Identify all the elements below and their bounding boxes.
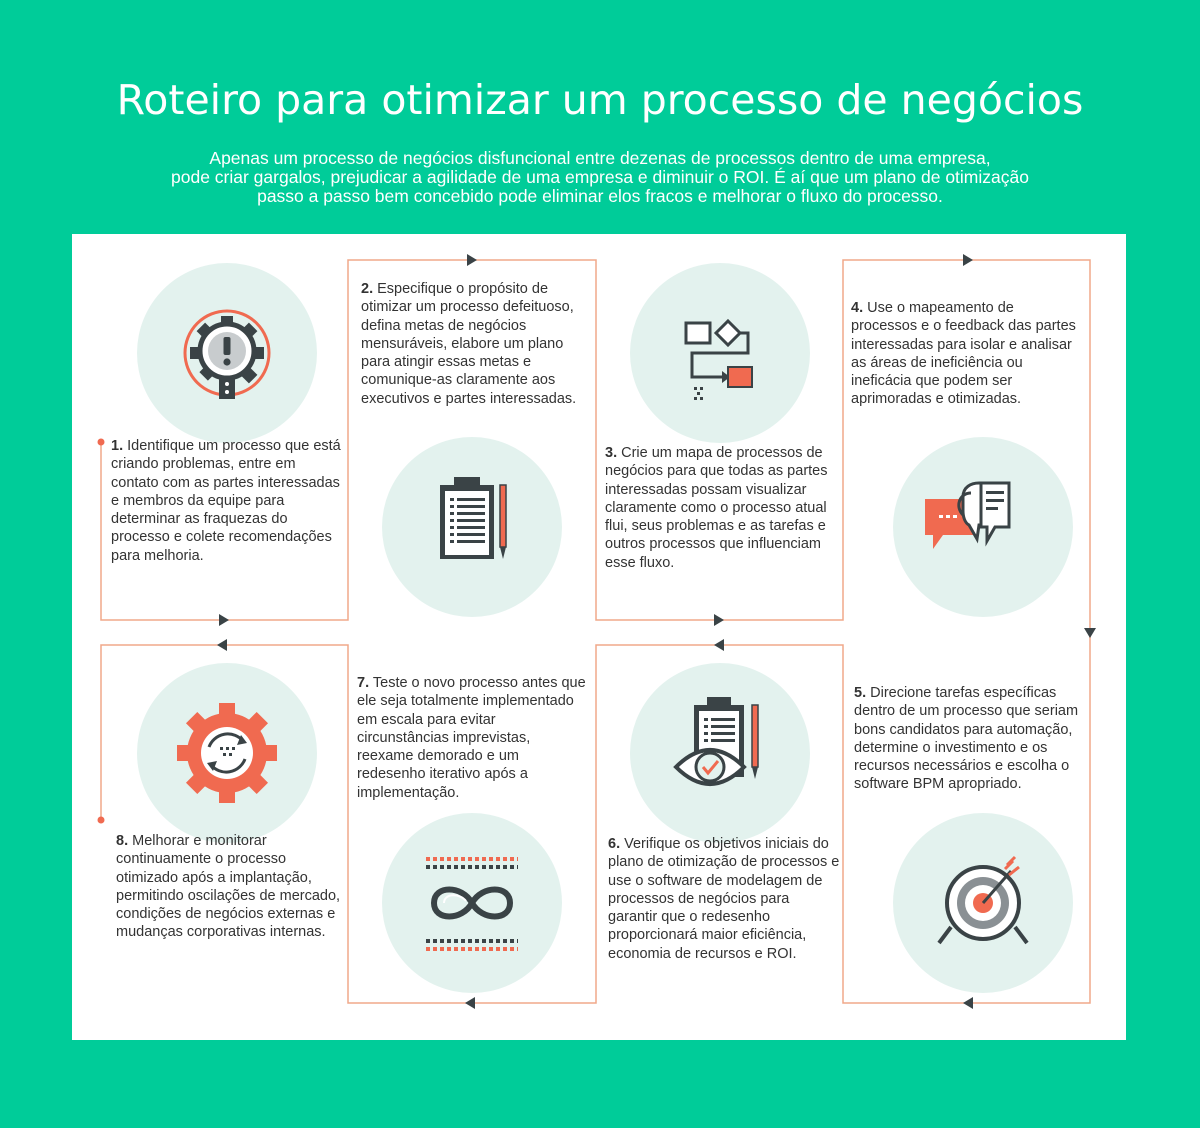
step-4-text: 4. Use o mapeamento de processos e o fee… [851, 299, 1079, 409]
gear-refresh-icon [177, 703, 277, 803]
step-1-description: Identifique um processo que está criando… [111, 438, 341, 564]
subtitle-line: Apenas um processo de negócios disfuncio… [209, 148, 991, 168]
step-5-icon-circle [893, 813, 1073, 993]
step-8-number: 8. [116, 833, 129, 849]
feedback-speech-bubbles-icon [925, 481, 1011, 549]
step-5-text: 5. Direcione tarefas específicas dentro … [854, 684, 1080, 794]
step-7-icon-circle [382, 813, 562, 993]
flow-arrow-left [963, 997, 973, 1009]
step-7-number: 7. [357, 675, 370, 691]
flow-arrow-left [217, 639, 227, 651]
step-4-description: Use o mapeamento de processos e o feedba… [851, 300, 1076, 408]
clipboard-pencil-icon [440, 477, 507, 559]
flow-arrow-right [714, 614, 724, 626]
step-6-text: 6. Verifique os objetivos iniciais do pl… [608, 835, 840, 963]
step-2-icon-circle [382, 437, 562, 617]
step-1-number: 1. [111, 438, 124, 454]
step-4-icon-circle [893, 437, 1073, 617]
step-5-number: 5. [854, 685, 867, 701]
step-5-description: Direcione tarefas específicas dentro de … [854, 685, 1079, 793]
flow-arrow-right [219, 614, 229, 626]
step-1-text: 1. Identifique um processo que está cria… [111, 437, 343, 565]
flow-arrow-down [1084, 628, 1096, 638]
step-7-description: Teste o novo processo antes que ele seja… [357, 675, 586, 801]
subtitle-line: pode criar gargalos, prejudicar a agilid… [171, 167, 1029, 187]
subtitle-line: passo a passo bem concebido pode elimina… [257, 186, 943, 206]
step-3-text: 3. Crie um mapa de processos de negócios… [605, 444, 837, 572]
flow-arrow-right [467, 254, 477, 266]
flow-start-dot [97, 438, 105, 446]
step-2-description: Especifique o propósito de otimizar um p… [361, 281, 577, 407]
page-subtitle: Apenas um processo de negócios disfuncio… [100, 149, 1100, 206]
step-8-text: 8. Melhorar e monitorar continuamente o … [116, 832, 342, 942]
step-4-number: 4. [851, 300, 864, 316]
infinity-loop-icon [426, 857, 518, 951]
step-6-icon-circle [630, 663, 810, 843]
process-map-icon [684, 318, 753, 400]
step-6-number: 6. [608, 836, 621, 852]
step-6-description: Verifique os objetivos iniciais do plano… [608, 836, 840, 962]
flow-arrow-left [465, 997, 475, 1009]
target-arrow-icon [937, 855, 1029, 945]
step-3-description: Crie um mapa de processos de negócios pa… [605, 445, 828, 571]
step-7-text: 7. Teste o novo processo antes que ele s… [357, 674, 589, 802]
step-2-text: 2. Especifique o propósito de otimizar u… [361, 280, 586, 408]
flow-end-dot [97, 816, 105, 824]
step-1-icon-circle [137, 263, 317, 443]
gear-alert-magnifier-icon [183, 309, 271, 399]
flow-arrow-right [963, 254, 973, 266]
step-3-icon-circle [630, 263, 810, 443]
clipboard-eye-check-icon [673, 697, 759, 786]
step-8-description: Melhorar e monitorar continuamente o pro… [116, 833, 341, 941]
step-3-number: 3. [605, 445, 618, 461]
page-title: Roteiro para otimizar um processo de neg… [116, 76, 1084, 124]
step-2-number: 2. [361, 281, 374, 297]
flow-arrow-left [714, 639, 724, 651]
step-8-icon-circle [137, 663, 317, 843]
